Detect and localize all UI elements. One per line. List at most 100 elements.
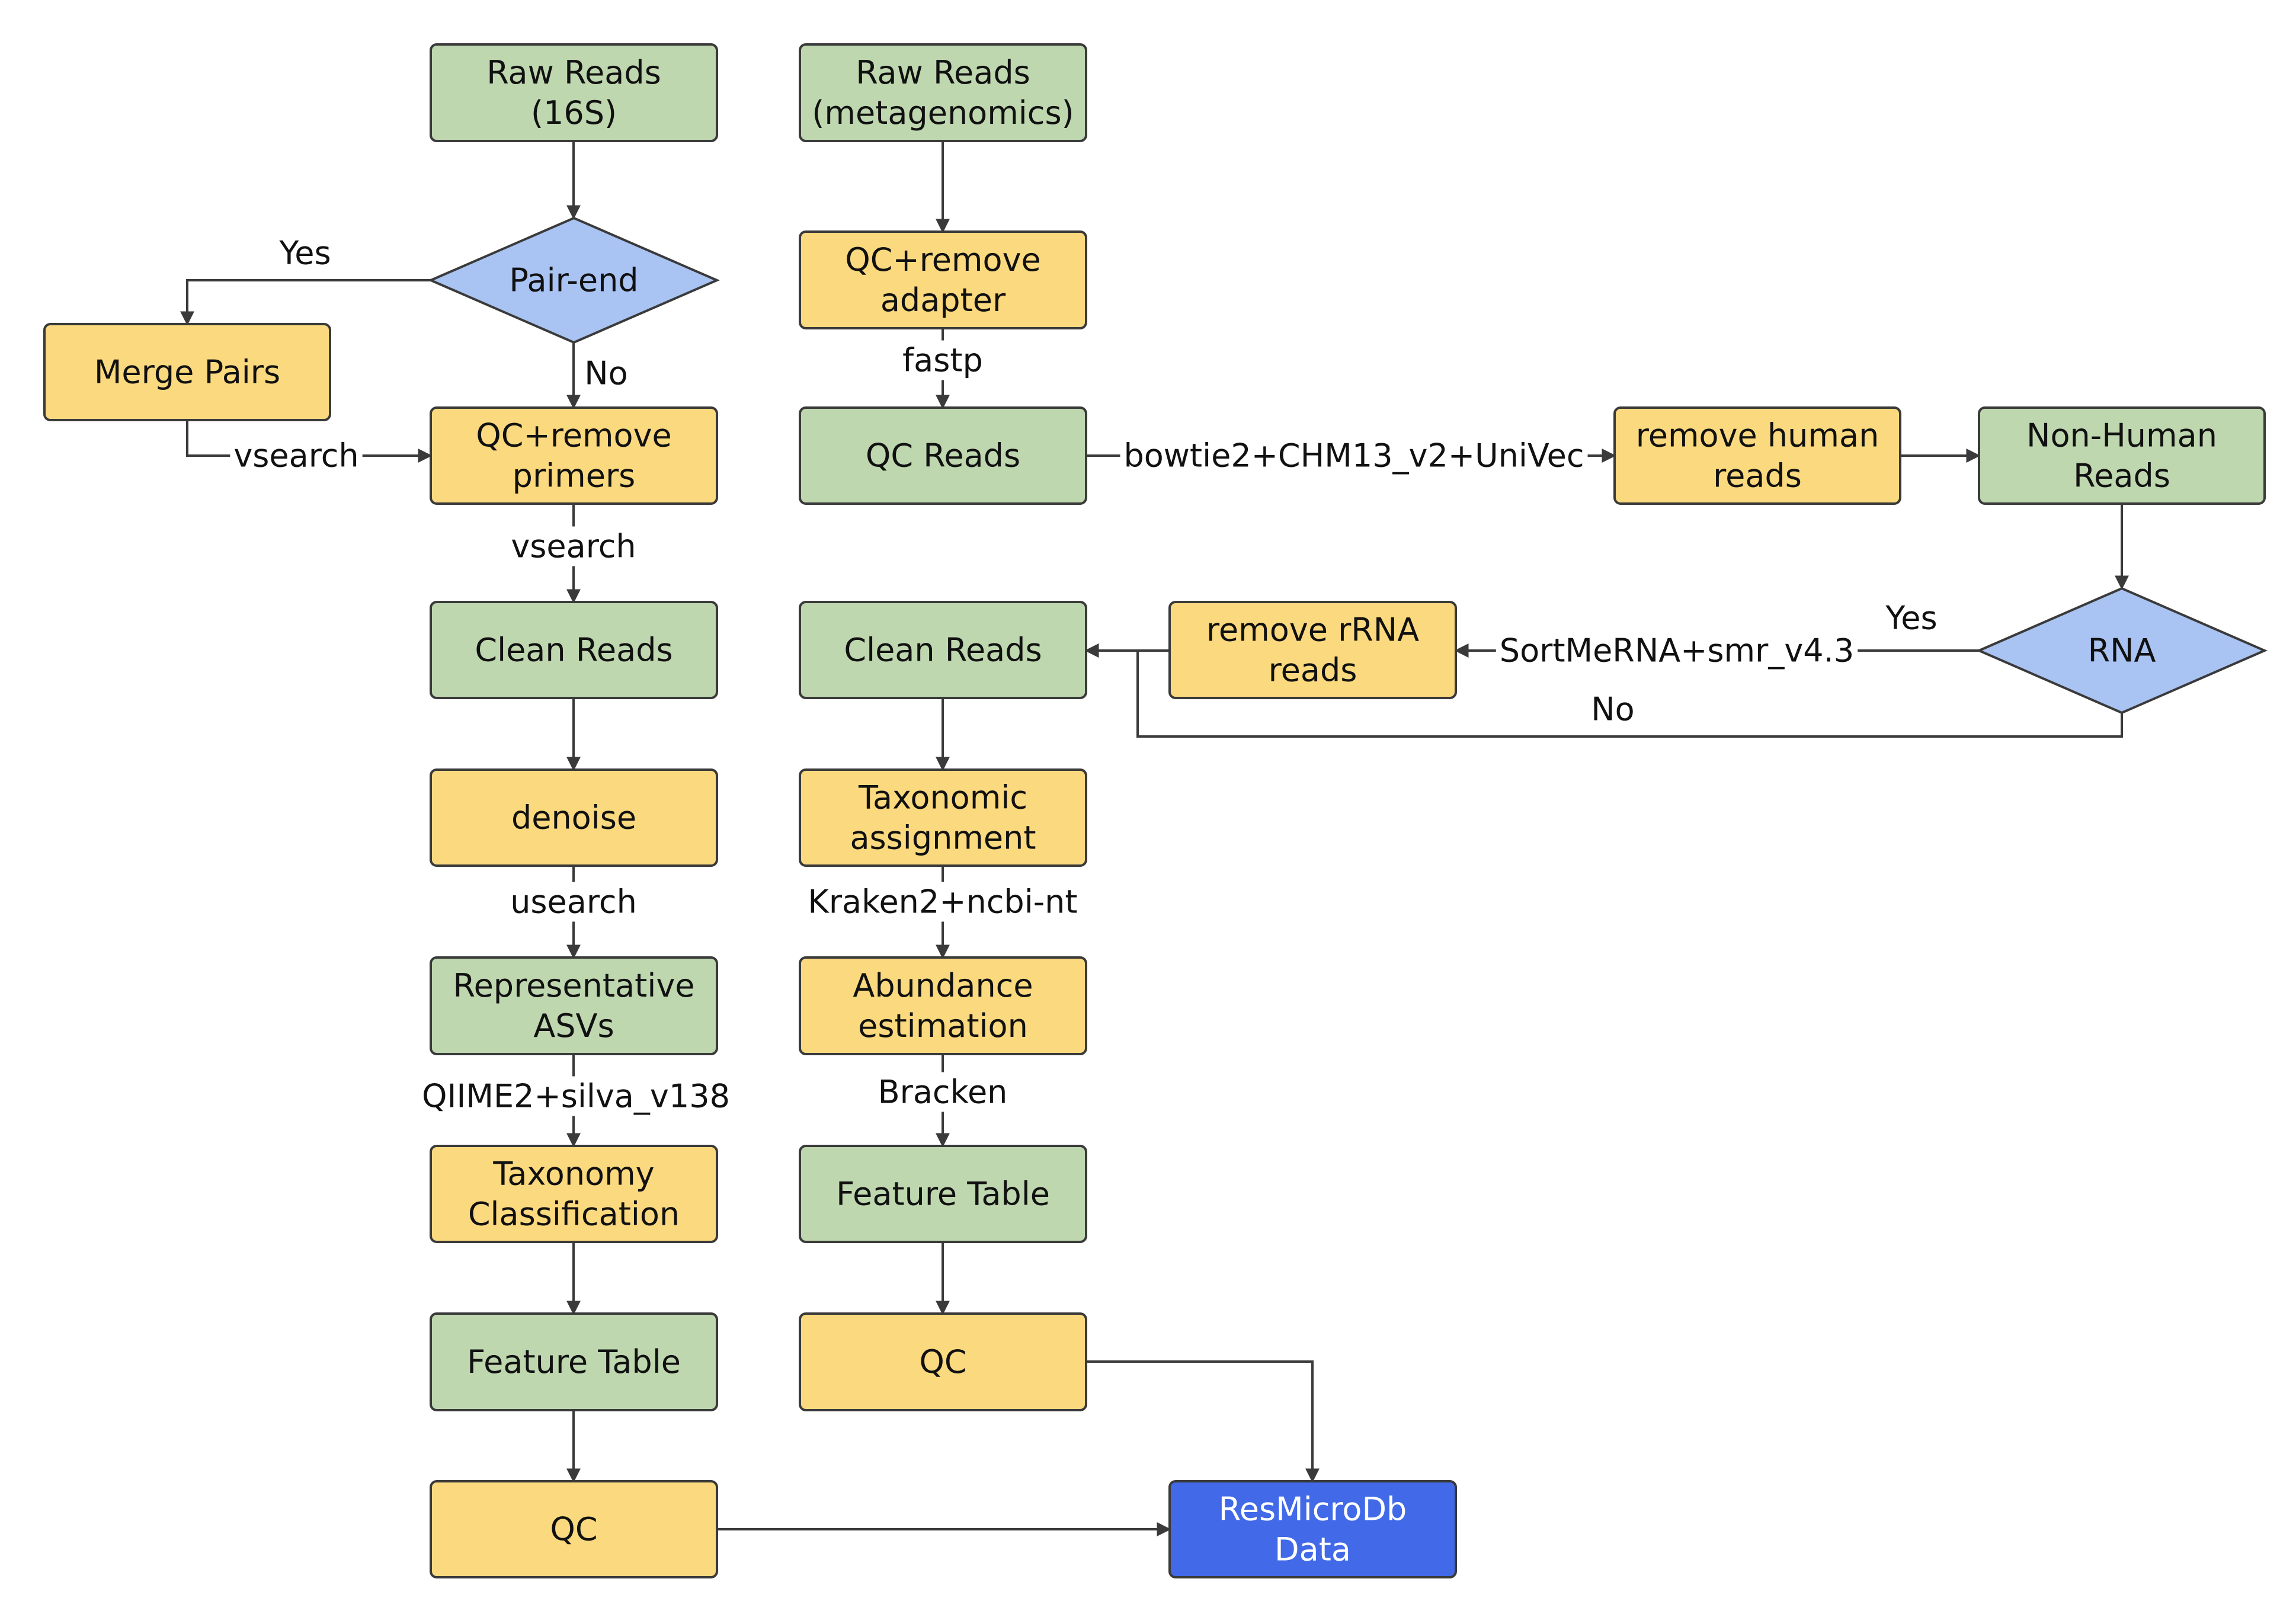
- edge-label-no-pair-text: No: [584, 355, 627, 392]
- node-non-human-box: [1978, 406, 2266, 505]
- node-resmicrodb-label: Data: [1275, 1531, 1351, 1568]
- node-rna-label: RNA: [2088, 632, 2156, 670]
- edge-label-sortmerna-bg: [1496, 630, 1858, 671]
- edge-label-vsearch-clean-text: vsearch: [511, 528, 636, 565]
- node-remove-rrna-label: remove rRNA: [1206, 611, 1419, 649]
- edge-label-qiime2-bg: [418, 1076, 734, 1116]
- edge-label-bowtie2-bg: [1120, 435, 1588, 476]
- node-denoise-label: denoise: [511, 799, 636, 837]
- edge-label-yes-pair-text: Yes: [278, 235, 331, 272]
- edge-label-vsearch-clean: vsearch: [507, 526, 640, 566]
- node-clean-reads-16s-box: [430, 601, 718, 699]
- edge-label-kraken2-bg: [804, 882, 1081, 922]
- edge-label-no-rna: No: [1591, 691, 1634, 728]
- node-remove-rrna-box: [1168, 601, 1457, 699]
- edge-label-vsearch-merge-bg: [230, 435, 363, 476]
- edge-label-fastp-bg: [899, 340, 987, 380]
- edge-label-fastp: fastp: [899, 340, 987, 380]
- node-qc-16s: QC: [430, 1480, 718, 1578]
- node-rna-diamond: [1975, 587, 2268, 715]
- node-tax-assign-label: Taxonomic: [858, 779, 1027, 816]
- node-pair-end-label: Pair-end: [509, 262, 638, 299]
- node-clean-reads-meta-label: Clean Reads: [844, 632, 1042, 669]
- edge-qc-meta-to-resmicrodb: [1086, 1360, 1320, 1483]
- node-feature-table-meta-box: [799, 1145, 1087, 1243]
- node-tax-assign-box: [799, 768, 1087, 867]
- node-raw-meta-box: [799, 43, 1087, 142]
- node-qc-16s-box: [430, 1480, 718, 1578]
- node-qc-primers-box: [430, 406, 718, 505]
- edge-label-bowtie2: bowtie2+CHM13_v2+UniVec: [1120, 435, 1588, 476]
- node-resmicrodb-label: ResMicroDb: [1219, 1491, 1407, 1528]
- edge-label-no-pair: No: [584, 355, 627, 392]
- edge-label-no-rna-text: No: [1591, 691, 1634, 728]
- node-abundance-label: estimation: [858, 1007, 1028, 1045]
- node-merge-pairs-box: [43, 323, 331, 421]
- node-resmicrodb-box: [1168, 1480, 1457, 1578]
- node-qc-meta: QC: [799, 1312, 1087, 1411]
- node-qc-primers-label: QC+remove: [476, 417, 672, 454]
- edge-label-vsearch-clean-bg: [507, 526, 640, 566]
- node-qc-adapter-box: [799, 230, 1087, 329]
- node-qc-meta-label: QC: [919, 1343, 966, 1381]
- node-qc-adapter-label: adapter: [880, 281, 1006, 319]
- edge-label-kraken2: Kraken2+ncbi-nt: [804, 882, 1081, 922]
- node-clean-reads-meta-box: [799, 601, 1087, 699]
- node-raw-16s: Raw Reads(16S): [430, 43, 718, 142]
- edge-label-sortmerna: SortMeRNA+smr_v4.3: [1496, 630, 1858, 671]
- node-remove-rrna-label: reads: [1269, 652, 1357, 689]
- node-raw-meta-label: Raw Reads: [856, 54, 1030, 91]
- node-taxonomy-class-label: Taxonomy: [492, 1155, 654, 1193]
- edge-label-usearch-text: usearch: [510, 883, 637, 921]
- node-rep-asvs-label: ASVs: [533, 1007, 614, 1045]
- edge-pair-end-to-merge-pairs: [180, 279, 431, 326]
- node-raw-16s-label: Raw Reads: [486, 54, 661, 91]
- node-abundance-box: [799, 956, 1087, 1055]
- node-taxonomy-class-label: Classification: [468, 1196, 680, 1233]
- node-qc-meta-box: [799, 1312, 1087, 1411]
- node-rep-asvs-box: [430, 956, 718, 1055]
- node-abundance-label: Abundance: [853, 967, 1033, 1004]
- node-qc-adapter-label: QC+remove: [845, 241, 1041, 278]
- node-feature-table-meta-label: Feature Table: [836, 1176, 1050, 1213]
- edge-label-bracken-bg: [874, 1072, 1011, 1112]
- node-clean-reads-16s-label: Clean Reads: [475, 632, 673, 669]
- node-pair-end: Pair-end: [427, 216, 720, 344]
- node-non-human-label: Non-Human: [2026, 417, 2217, 454]
- node-rep-asvs-label: Representative: [453, 967, 694, 1004]
- node-qc-reads: QC Reads: [799, 406, 1087, 505]
- node-denoise-box: [430, 768, 718, 867]
- node-remove-human-label: remove human: [1636, 417, 1879, 454]
- node-merge-pairs: Merge Pairs: [43, 323, 331, 421]
- node-denoise: denoise: [430, 768, 718, 867]
- node-raw-meta-label: (metagenomics): [812, 94, 1074, 132]
- edge-labels-layer: YesNovsearchvsearchusearchQIIME2+silva_v…: [230, 235, 1938, 1116]
- node-feature-table-16s: Feature Table: [430, 1312, 718, 1411]
- node-raw-meta: Raw Reads(metagenomics): [799, 43, 1087, 142]
- node-raw-16s-label: (16S): [531, 94, 617, 132]
- edge-label-usearch-bg: [507, 882, 641, 922]
- edge-label-bracken: Bracken: [874, 1072, 1011, 1112]
- edge-label-vsearch-merge-text: vsearch: [233, 437, 358, 475]
- edge-label-yes-rna: Yes: [1885, 600, 1937, 637]
- edge-label-bowtie2-text: bowtie2+CHM13_v2+UniVec: [1123, 437, 1584, 475]
- edge-label-qiime2-text: QIIME2+silva_v138: [422, 1078, 730, 1115]
- node-qc-primers-label: primers: [513, 457, 636, 495]
- node-clean-reads-16s: Clean Reads: [430, 601, 718, 699]
- edge-label-yes-rna-text: Yes: [1885, 600, 1937, 637]
- edge-label-fastp-text: fastp: [902, 342, 983, 379]
- node-feature-table-16s-label: Feature Table: [467, 1343, 681, 1381]
- node-rna: RNA: [1975, 587, 2268, 715]
- node-feature-table-meta: Feature Table: [799, 1145, 1087, 1243]
- node-tax-assign-label: assignment: [850, 819, 1036, 857]
